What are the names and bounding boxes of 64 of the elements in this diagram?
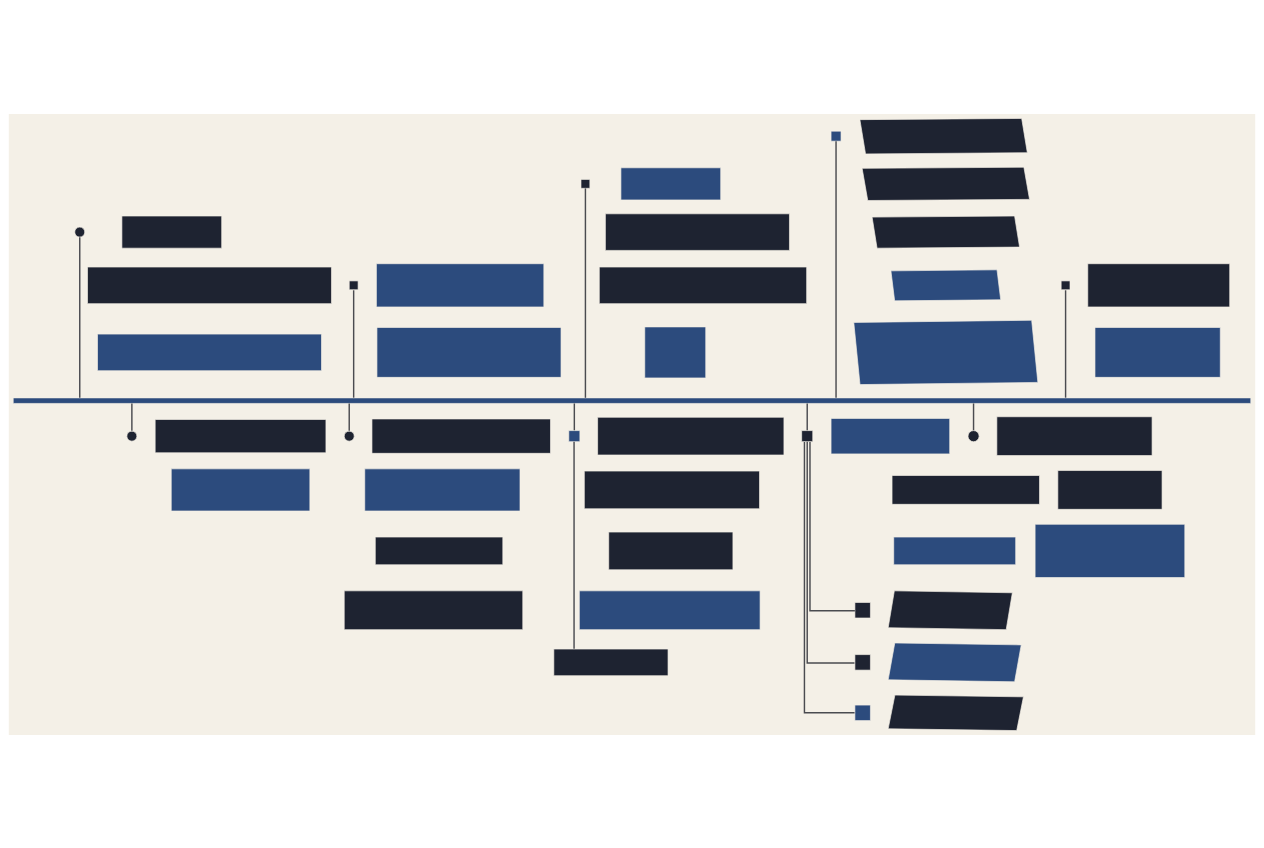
connector [809,440,856,611]
node-box [598,266,807,304]
connector [835,140,837,399]
node-box [1087,262,1231,307]
connector [573,402,576,431]
node-box [87,266,332,304]
node-box [170,468,311,511]
node-box [620,166,722,200]
node-box [893,536,1017,565]
connector [803,440,856,714]
node-circle [126,430,138,441]
connector [573,440,575,650]
node-box [374,536,504,565]
connector [1064,289,1067,398]
node-square [1060,280,1071,290]
node-box [121,215,223,248]
node-box [584,470,760,509]
node-box [376,262,545,307]
node-box [871,215,1020,248]
node-box [597,416,785,455]
node-circle [74,226,86,237]
node-box [154,418,327,453]
node-box [996,415,1153,456]
node-box [605,212,790,251]
connector [348,402,350,431]
connector [352,289,355,398]
node-square [854,653,871,670]
connector [806,402,808,431]
node-square [580,178,591,189]
node-square [854,704,871,721]
node-box [890,268,1002,301]
node-box [853,319,1039,385]
connector [79,236,81,399]
connector [806,440,856,664]
node-box [364,468,521,511]
node-box [861,166,1030,201]
node-box [343,590,524,630]
node-box [376,326,562,378]
node-square [830,130,842,141]
node-square [568,429,581,442]
connector [584,187,587,399]
node-box [887,590,1013,630]
node-box [1057,469,1163,510]
node-box [887,694,1024,731]
node-box [553,648,669,676]
node-bar [12,397,1252,404]
node-box [371,418,551,454]
node-box [608,531,734,570]
node-circle [343,430,355,441]
node-box [859,117,1028,154]
node-box [1094,326,1221,378]
node-box [891,474,1040,505]
node-square [348,280,359,290]
node-box [644,326,707,378]
node-circle [967,429,980,442]
connector [131,402,133,431]
node-box [830,417,951,454]
connector [972,402,975,431]
node-square [801,429,814,442]
node-box [579,590,761,630]
node-square [854,601,871,618]
node-box [1034,523,1186,578]
node-box [887,642,1022,682]
node-box [97,333,322,371]
